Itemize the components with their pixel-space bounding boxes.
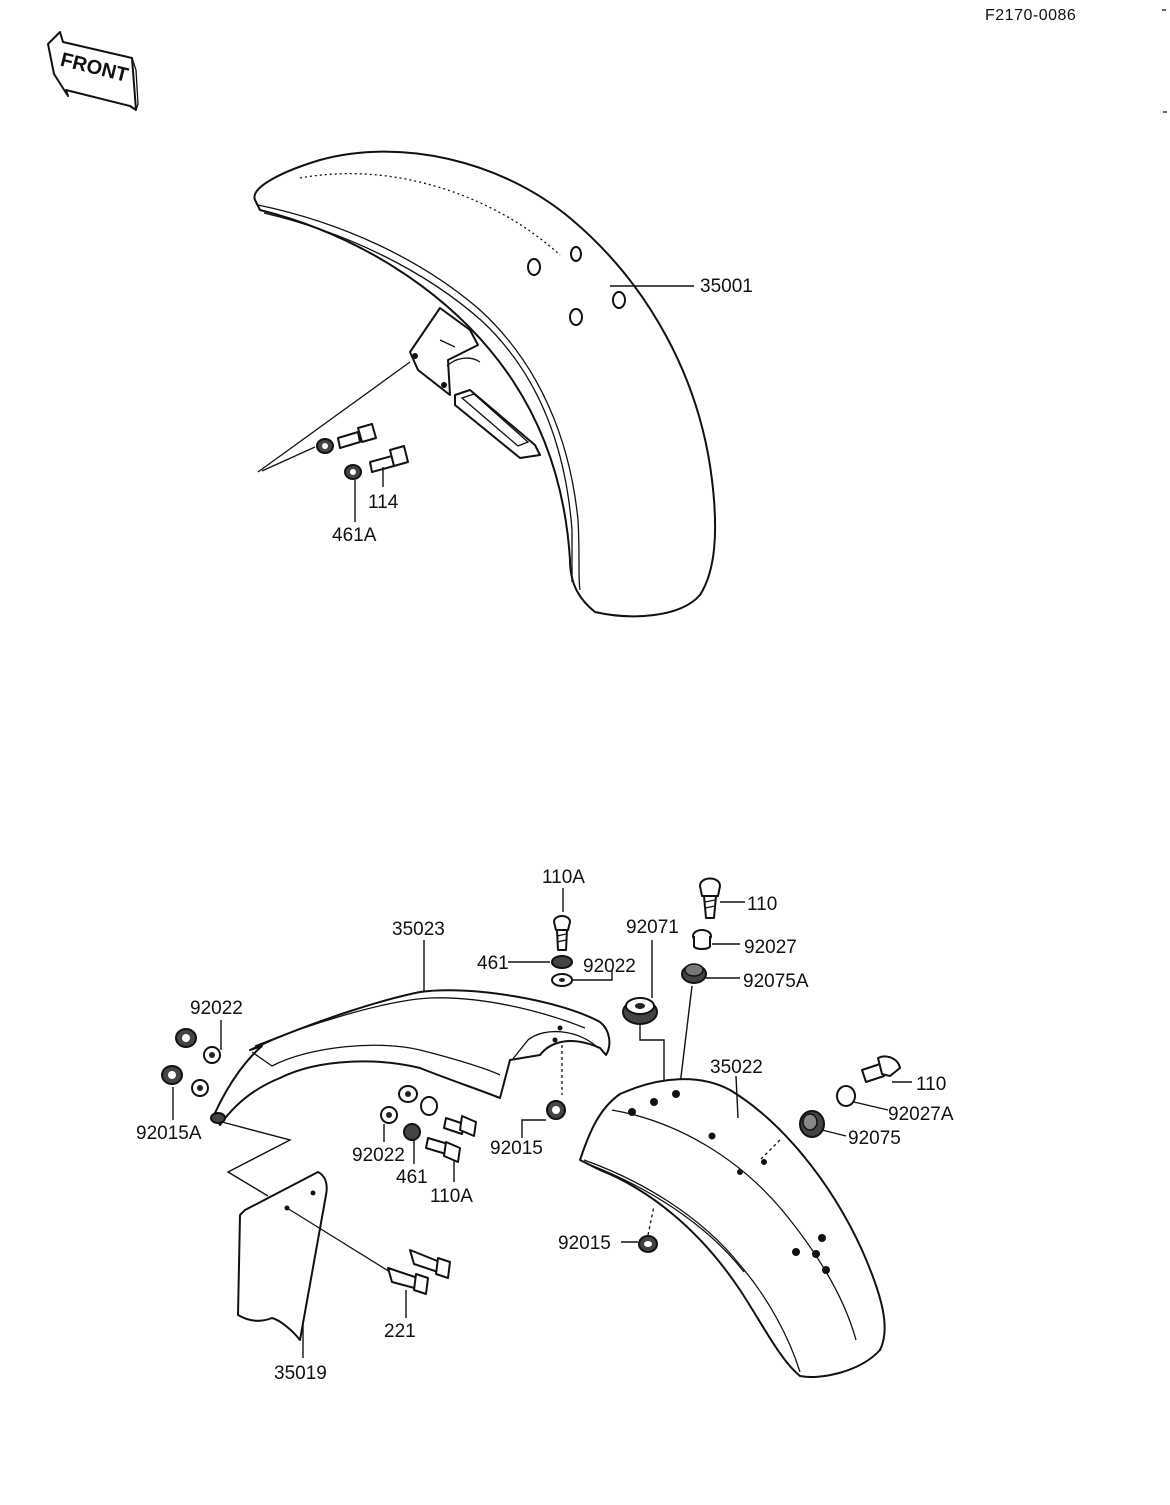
label-92075A: 92075A bbox=[743, 971, 809, 992]
label-92075: 92075 bbox=[848, 1128, 901, 1149]
rear-top-hardware bbox=[508, 888, 613, 1138]
rear-left-hardware bbox=[161, 1020, 222, 1120]
label-92022-mid: 92022 bbox=[352, 1145, 405, 1166]
rear-fender-rear-section bbox=[579, 1075, 886, 1378]
label-35023: 35023 bbox=[392, 919, 445, 940]
label-92022-top: 92022 bbox=[583, 956, 636, 977]
label-92027: 92027 bbox=[744, 937, 797, 958]
damper-92071 bbox=[622, 940, 665, 1092]
label-461-top: 461 bbox=[477, 953, 509, 974]
nut-92015-lower bbox=[621, 1205, 658, 1253]
label-35001: 35001 bbox=[700, 276, 753, 297]
label-92015-low: 92015 bbox=[558, 1233, 611, 1254]
mud-flap bbox=[221, 1121, 451, 1358]
label-35019: 35019 bbox=[274, 1363, 327, 1384]
label-110-right: 110 bbox=[916, 1074, 946, 1095]
label-221: 221 bbox=[384, 1321, 416, 1342]
reference-number: F2170-0086 bbox=[985, 7, 1076, 24]
front-arrow: FRONT bbox=[47, 31, 139, 111]
label-92071: 92071 bbox=[626, 917, 679, 938]
front-fender-hardware bbox=[257, 361, 411, 522]
label-92027A: 92027A bbox=[888, 1104, 954, 1125]
label-92022-left: 92022 bbox=[190, 998, 243, 1019]
label-92015-mid: 92015 bbox=[490, 1138, 543, 1159]
label-461-mid: 461 bbox=[396, 1167, 428, 1188]
rear-right-top-hardware bbox=[679, 877, 745, 1086]
label-92015A: 92015A bbox=[136, 1123, 202, 1144]
rear-middle-hardware bbox=[380, 1085, 477, 1182]
label-110-top: 110 bbox=[747, 894, 777, 915]
label-110A-mid: 110A bbox=[430, 1186, 473, 1207]
label-461A: 461A bbox=[332, 525, 377, 546]
front-fender bbox=[253, 150, 717, 618]
rear-fender-front-section bbox=[210, 989, 611, 1126]
label-114: 114 bbox=[368, 492, 399, 513]
label-35022: 35022 bbox=[710, 1057, 763, 1078]
rear-right-hardware bbox=[759, 1055, 912, 1161]
label-110A-top: 110A bbox=[542, 867, 585, 888]
